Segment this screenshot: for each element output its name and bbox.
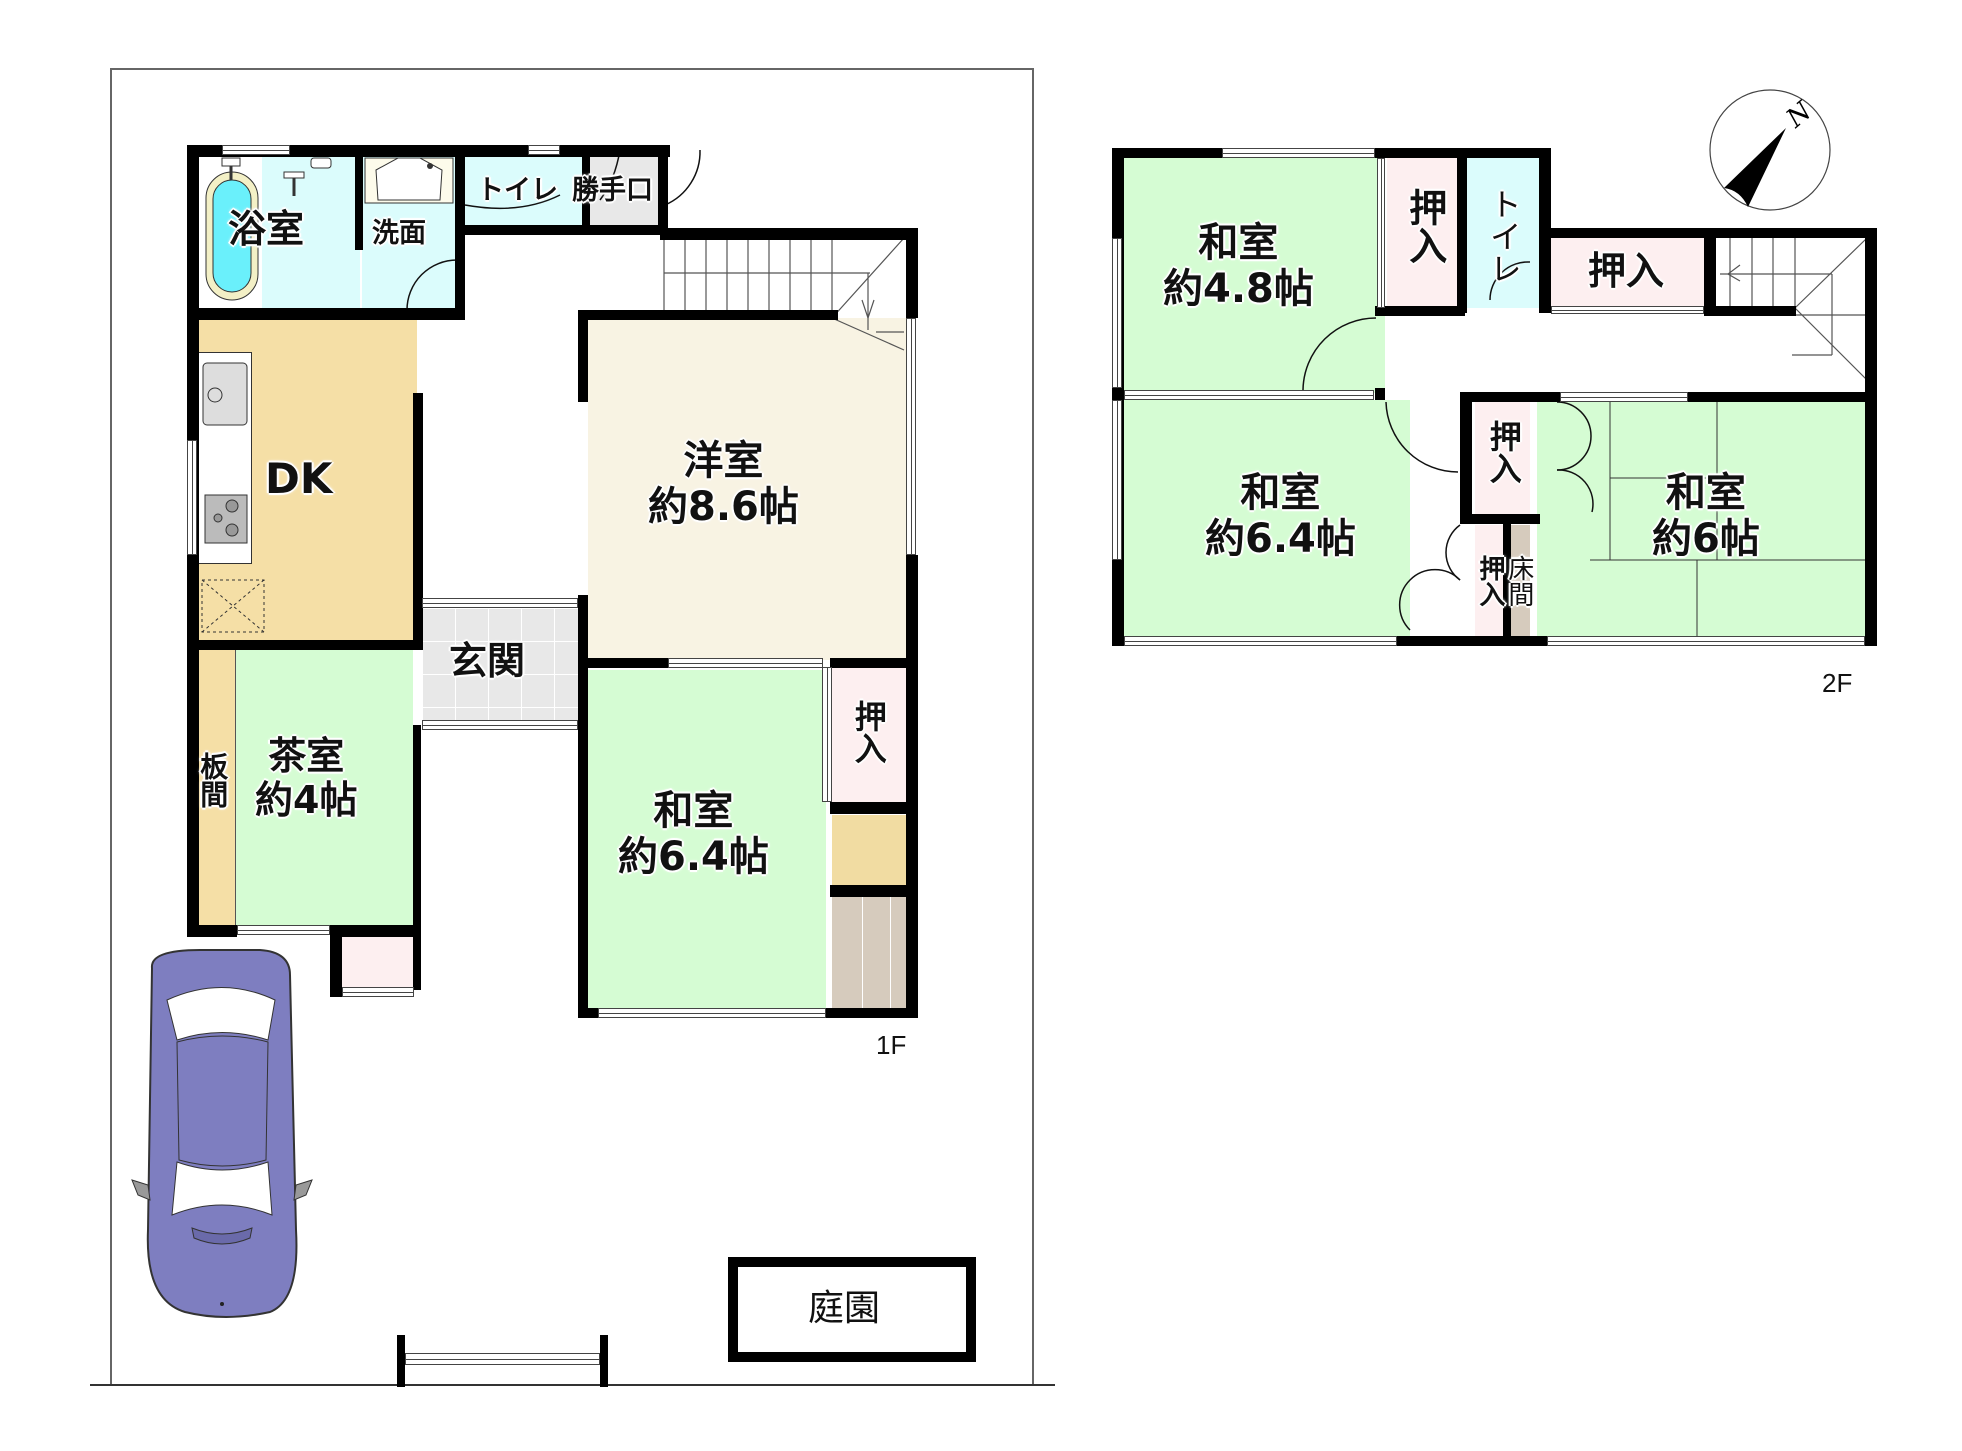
toilet-2f-label: トイレ xyxy=(1484,188,1523,284)
closet-2f-d[interactable] xyxy=(1475,525,1505,640)
road-line xyxy=(90,1384,1055,1386)
western-room-size: 約8.6帖 xyxy=(648,484,799,530)
japanese-room-2f-b-label: 和室 約6.4帖 xyxy=(1205,470,1356,562)
lot-left-line xyxy=(110,68,112,1386)
western-room-name: 洋室 xyxy=(683,438,764,484)
small-storage[interactable] xyxy=(342,937,414,992)
closet-1f[interactable] xyxy=(832,667,906,802)
closet-2f-c[interactable] xyxy=(1475,402,1530,514)
closet-1f-label: 押入 xyxy=(849,700,888,764)
toilet-2f[interactable] xyxy=(1467,158,1539,308)
japanese-room-2f-b[interactable] xyxy=(1120,400,1410,640)
closet-2f-b-label: 押入 xyxy=(1588,249,1665,293)
garden-label: 庭園 xyxy=(808,1288,881,1329)
floor-1-tag: 1F xyxy=(876,1030,907,1060)
wood-floor-label: 板間 xyxy=(196,752,230,808)
back-door-label: 勝手口 xyxy=(572,175,653,206)
alcove-2f-label: 床間 xyxy=(1503,555,1534,607)
japanese-room-1f[interactable] xyxy=(588,670,826,1008)
japanese-room-1f-size: 約6.4帖 xyxy=(618,834,769,880)
japanese-room-1f-name: 和室 xyxy=(653,788,734,834)
tea-room-label: 茶室 約4帖 xyxy=(255,734,358,822)
japanese-room-2f-b-name: 和室 xyxy=(1240,470,1321,516)
closet-2f-c-label: 押入 xyxy=(1484,420,1523,484)
closet-2f-d-label: 押入 xyxy=(1474,555,1505,607)
dk-label: DK xyxy=(265,454,333,503)
entrance-label: 玄関 xyxy=(449,639,526,683)
back-door-swing-icon xyxy=(664,149,701,206)
toilet-label: トイレ xyxy=(477,175,558,206)
japanese-room-2f-c-size: 約6帖 xyxy=(1652,516,1760,562)
bath-label: 浴室 xyxy=(228,207,305,251)
japanese-room-2f-c-label: 和室 約6帖 xyxy=(1652,470,1760,562)
floor-2-tag: 2F xyxy=(1822,668,1853,698)
closet-2f-a-label: 押入 xyxy=(1402,188,1447,264)
japanese-room-2f-b-size: 約6.4帖 xyxy=(1205,516,1356,562)
japanese-room-2f-a-label: 和室 約4.8帖 xyxy=(1163,220,1314,312)
closet-2f-b[interactable] xyxy=(1551,238,1704,308)
washroom-label: 洗面 xyxy=(372,218,426,249)
japanese-room-2f-c[interactable] xyxy=(1537,400,1867,640)
washroom-door-icon xyxy=(406,259,458,311)
entrance[interactable] xyxy=(422,608,578,720)
tea-room[interactable] xyxy=(235,650,413,925)
tea-room-size: 約4帖 xyxy=(255,777,358,822)
stairs-area xyxy=(663,236,908,318)
alcove-tan-1f xyxy=(832,815,906,885)
western-room-label: 洋室 約8.6帖 xyxy=(648,438,799,530)
toilet-door-icon xyxy=(464,194,561,210)
alcove-brown-1f xyxy=(832,895,906,1008)
japanese-room-1f-label: 和室 約6.4帖 xyxy=(618,788,769,880)
western-room[interactable] xyxy=(588,318,908,660)
japanese-room-2f-a-size: 約4.8帖 xyxy=(1163,266,1314,312)
lot-right-line xyxy=(1032,68,1034,1386)
japanese-room-2f-a-name: 和室 xyxy=(1198,220,1279,266)
tea-room-name: 茶室 xyxy=(268,734,345,778)
garden-box[interactable] xyxy=(728,1257,976,1362)
toilet-1f[interactable] xyxy=(465,155,582,225)
alcove-2f[interactable] xyxy=(1510,525,1530,640)
closet-2f-a[interactable] xyxy=(1387,158,1457,308)
wood-floor[interactable] xyxy=(197,650,235,925)
back-door[interactable] xyxy=(590,155,658,225)
lot-top-line xyxy=(110,68,1034,70)
japanese-room-2f-c-name: 和室 xyxy=(1665,470,1746,516)
japanese-room-2f-a[interactable] xyxy=(1120,158,1385,393)
